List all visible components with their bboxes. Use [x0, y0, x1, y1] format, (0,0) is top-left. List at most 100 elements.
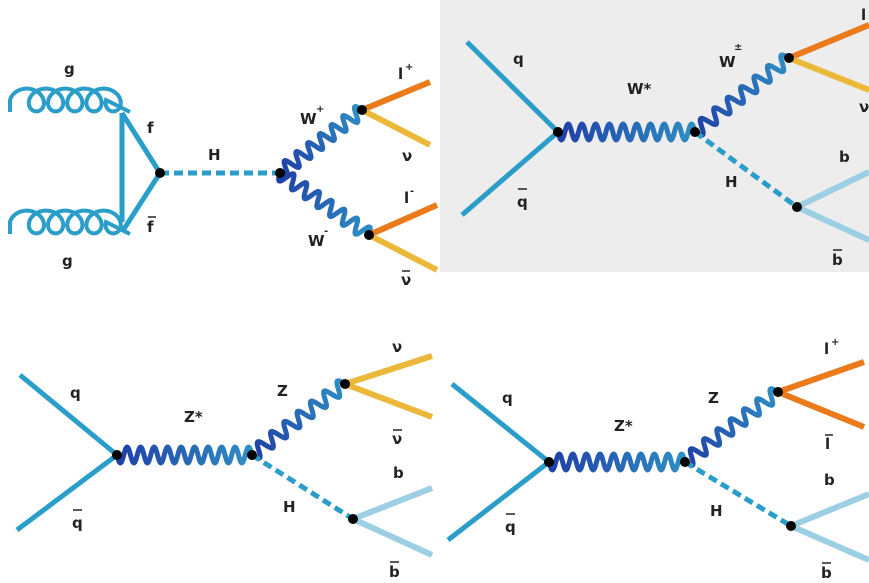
label-g-bottom: g: [62, 252, 73, 270]
w-star-boson: [555, 121, 698, 143]
feynman-diagram-wh: q q W* W ± l ν H b b: [440, 0, 869, 292]
lepton-plus-line: [777, 359, 865, 395]
neutrino-line: [787, 55, 869, 93]
feynman-diagram-gg-fusion: g g f f H W + W - l + ν l - ν: [0, 0, 440, 292]
gg-fusion-svg: g g f f H W + W - l + ν l - ν: [8, 60, 439, 289]
vertex: [784, 53, 794, 63]
bbar-quark-line: [351, 516, 434, 558]
feynman-diagram-zh-ll: q q Z* Z l + l H b b: [440, 292, 869, 583]
vertex: [348, 514, 358, 524]
vertex: [275, 168, 285, 178]
z-boson: [250, 378, 347, 461]
label-l-minus-sup: -: [410, 186, 414, 197]
label-q: q: [502, 389, 513, 407]
label-z: Z: [277, 382, 288, 400]
quark-line: [450, 382, 551, 464]
label-w-minus-sup: -: [324, 226, 328, 237]
label-H: H: [710, 502, 723, 520]
z-star-boson: [114, 444, 255, 466]
label-H: H: [725, 173, 738, 191]
vertex: [773, 387, 783, 397]
zh-nunu-svg: q q Z* Z ν ν H b b: [15, 338, 434, 581]
vertex: [364, 230, 374, 240]
higgs-line: [683, 459, 793, 529]
label-z-star: Z*: [614, 417, 633, 435]
label-l-plus: l: [824, 340, 829, 358]
label-nu: ν: [859, 98, 869, 116]
z-boson: [683, 386, 780, 468]
label-q: q: [70, 384, 81, 402]
label-nubar: ν: [401, 271, 411, 289]
lepton-minus-line: [367, 202, 439, 238]
antiquark-line: [460, 130, 560, 217]
label-g-top: g: [64, 60, 75, 78]
label-qbar: q: [505, 518, 516, 536]
vertex: [544, 457, 554, 467]
antineutrino-line: [343, 381, 434, 420]
label-w-plus-sup: +: [316, 104, 324, 115]
label-w-plus: W: [300, 110, 317, 128]
higgs-line: [250, 452, 355, 522]
lepton-plus-line: [360, 79, 432, 113]
quark-line: [465, 40, 560, 134]
label-b: b: [393, 464, 404, 482]
label-qbar: q: [517, 193, 528, 211]
vertex: [340, 379, 350, 389]
label-w-pm: W: [719, 53, 736, 71]
gluon-bottom-line: [8, 208, 131, 236]
label-z-star: Z*: [184, 408, 203, 426]
antiquark-line: [15, 453, 119, 532]
antineutrino-line: [367, 232, 439, 273]
label-qbar: q: [72, 514, 83, 532]
vertex: [155, 168, 165, 178]
bbar-quark-line: [789, 523, 869, 563]
antiquark-line: [446, 460, 551, 542]
feynman-diagram-zh-nunu: q q Z* Z ν ν H b b: [0, 292, 440, 583]
lepton-line: [787, 22, 869, 61]
label-l-minus: l: [825, 435, 830, 453]
vertex: [112, 450, 122, 460]
label-f: f: [147, 119, 154, 137]
vertex: [357, 105, 367, 115]
label-b: b: [839, 148, 850, 166]
label-l: l: [861, 6, 866, 24]
neutrino-line: [344, 353, 433, 387]
label-nu: ν: [392, 338, 402, 356]
lepton-minus-line: [776, 389, 866, 430]
label-fbar: f: [147, 218, 154, 236]
label-H: H: [208, 146, 221, 164]
b-quark-line: [351, 485, 434, 522]
w-minus-boson: [276, 171, 373, 237]
label-q: q: [513, 50, 524, 68]
label-l-plus: l: [398, 65, 403, 83]
vertex: [680, 457, 690, 467]
vertex: [247, 450, 257, 460]
vertex: [786, 521, 796, 531]
label-l-plus-sup: +: [831, 337, 839, 348]
label-bbar: b: [821, 564, 832, 582]
vertex: [792, 202, 802, 212]
label-w-pm-sup: ±: [734, 42, 742, 53]
label-l-plus-sup: +: [405, 62, 413, 73]
label-bbar: b: [832, 251, 843, 269]
fermion-line-fbar: [119, 171, 163, 234]
b-quark-line: [795, 169, 869, 210]
zh-ll-svg: q q Z* Z l + l H b b: [446, 337, 869, 582]
label-z: Z: [708, 389, 719, 407]
z-star-boson: [546, 451, 688, 473]
b-quark-line: [789, 491, 869, 529]
bbar-quark-line: [795, 204, 869, 243]
label-nu: ν: [402, 147, 412, 165]
higgs-line: [693, 129, 799, 210]
fermion-line-f: [119, 111, 163, 175]
quark-line: [18, 373, 119, 457]
label-nubar: ν: [392, 430, 402, 448]
vertex: [690, 127, 700, 137]
w-plus-boson: [278, 104, 364, 179]
wh-svg: q q W* W ± l ν H b b: [440, 0, 869, 272]
label-l-minus: l: [404, 189, 409, 207]
w-pm-boson: [693, 52, 791, 138]
label-H: H: [283, 498, 296, 516]
label-b: b: [824, 471, 835, 489]
label-w-star: W*: [627, 80, 652, 98]
